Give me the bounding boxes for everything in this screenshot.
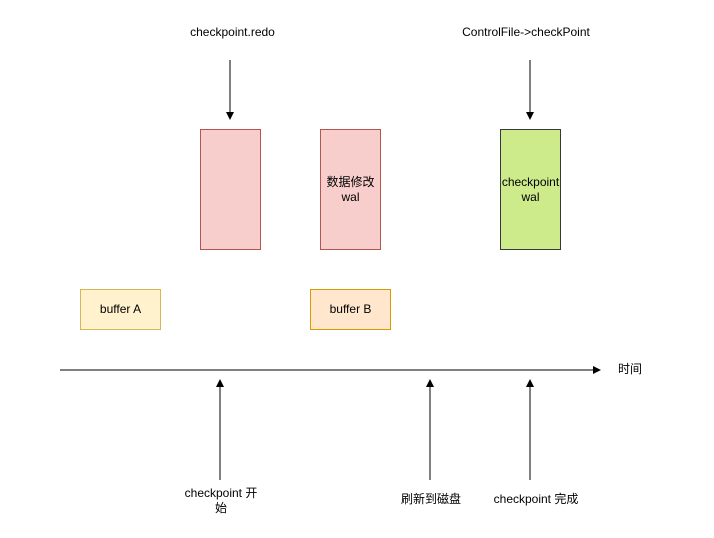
checkpoint-redo-label: checkpoint.redo	[190, 25, 275, 39]
controlfile-checkpoint-label: ControlFile->checkPoint	[462, 25, 590, 39]
time-axis-label: 时间	[617, 362, 642, 376]
flush-to-disk-label: 刷新到磁盘	[400, 492, 461, 506]
checkpoint-start-label: checkpoint 开 始	[184, 486, 258, 515]
data-modification-wal-box: 数据修改 wal	[320, 129, 381, 250]
buffer-a-box: buffer A	[80, 289, 161, 330]
redo-box	[200, 129, 261, 250]
buffer-b-box: buffer B	[310, 289, 391, 330]
checkpoint-done-label: checkpoint 完成	[493, 492, 579, 506]
checkpoint-wal-box: checkpoint wal	[500, 129, 561, 250]
